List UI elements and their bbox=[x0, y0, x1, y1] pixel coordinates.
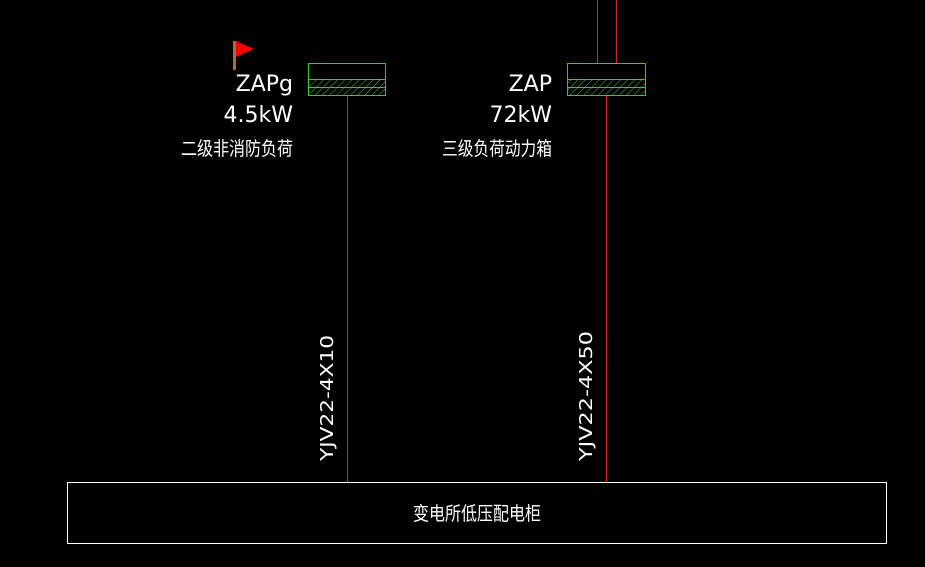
panel-zap[interactable]: ZAP 72kW 三级负荷动力箱 YJV22-4X50 bbox=[442, 0, 646, 482]
panel-zapg[interactable]: ZAPg 4.5kW 二级非消防负荷 YJV22-4X10 bbox=[181, 41, 386, 482]
panel-name: ZAP bbox=[509, 72, 552, 97]
cable-spec: YJV22-4X50 bbox=[576, 331, 597, 462]
cable-spec: YJV22-4X10 bbox=[317, 335, 338, 462]
source-switchboard[interactable]: 变电所低压配电柜 bbox=[67, 482, 887, 544]
panel-description: 三级负荷动力箱 bbox=[442, 138, 552, 160]
panel-power: 72kW bbox=[490, 103, 553, 128]
panel-name: ZAPg bbox=[236, 72, 293, 97]
switchboard-label: 变电所低压配电柜 bbox=[413, 503, 541, 525]
panel-description: 二级非消防负荷 bbox=[181, 138, 293, 160]
panel-power: 4.5kW bbox=[224, 103, 294, 128]
flag-icon bbox=[233, 41, 254, 70]
